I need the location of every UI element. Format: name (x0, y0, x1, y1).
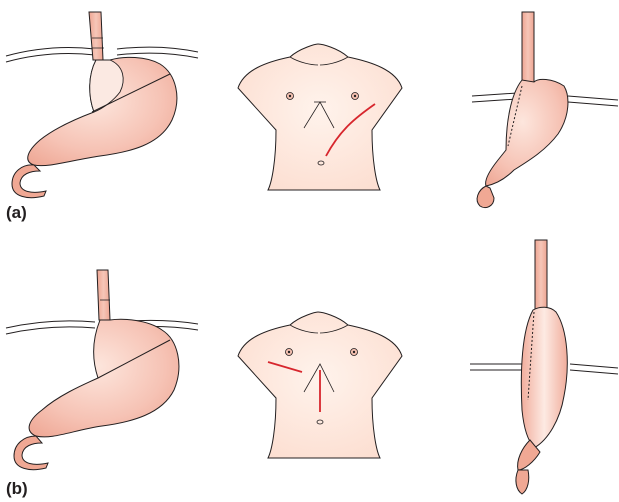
panel-label-a: (a) (6, 203, 27, 223)
torso-a-center (238, 44, 402, 190)
panel-label-b: (b) (6, 479, 28, 499)
conduit-b-right (470, 240, 618, 494)
torso-b-center (238, 312, 402, 458)
stomach-b-left (6, 270, 198, 470)
stomach-a-left (6, 12, 198, 198)
conduit-a-right (472, 12, 618, 208)
